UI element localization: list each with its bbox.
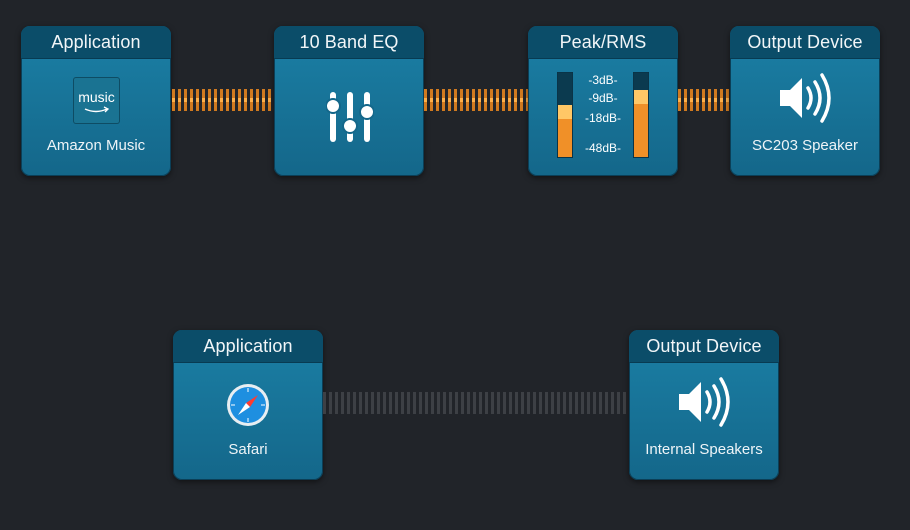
internal-speakers-output-node[interactable]: Output Device Internal Speakers [629, 330, 779, 480]
node-title: Output Device [629, 330, 779, 363]
node-label: Amazon Music [46, 137, 146, 154]
amazon-music-icon: music [73, 77, 120, 124]
connection-cable-active[interactable] [678, 89, 730, 111]
node-label: SC203 Speaker [752, 137, 858, 154]
left-level-meter [557, 72, 573, 158]
safari-compass-icon [227, 384, 269, 426]
safari-app-node[interactable]: Application Safari [173, 330, 323, 480]
amazon-music-icon-text: music [78, 89, 115, 105]
node-title: Application [21, 26, 171, 59]
right-level-meter [633, 72, 649, 158]
peak-rms-meter-node[interactable]: Peak/RMS -3dB- -9dB- -18dB- -48dB- [528, 26, 678, 176]
db-scale-label: -9dB- [588, 91, 618, 105]
connection-cable-idle[interactable] [323, 392, 629, 414]
eq-node[interactable]: 10 Band EQ [274, 26, 424, 176]
amazon-music-app-node[interactable]: Application music Amazon Music [21, 26, 171, 176]
node-label: Safari [228, 441, 268, 458]
connection-cable-active[interactable] [172, 89, 274, 111]
node-title: Application [173, 330, 323, 363]
db-scale-label: -18dB- [584, 111, 622, 125]
speaker-icon [679, 377, 730, 427]
node-title: 10 Band EQ [274, 26, 424, 59]
db-scale-label: -3dB- [588, 73, 618, 87]
node-title: Output Device [730, 26, 880, 59]
node-label: Internal Speakers [645, 441, 763, 458]
node-title: Peak/RMS [528, 26, 678, 59]
sc203-speaker-output-node[interactable]: Output Device SC203 Speaker [730, 26, 880, 176]
db-scale-label: -48dB- [584, 141, 622, 155]
equalizer-sliders-icon [326, 92, 374, 142]
speaker-icon [780, 73, 831, 123]
connection-cable-active[interactable] [424, 89, 528, 111]
